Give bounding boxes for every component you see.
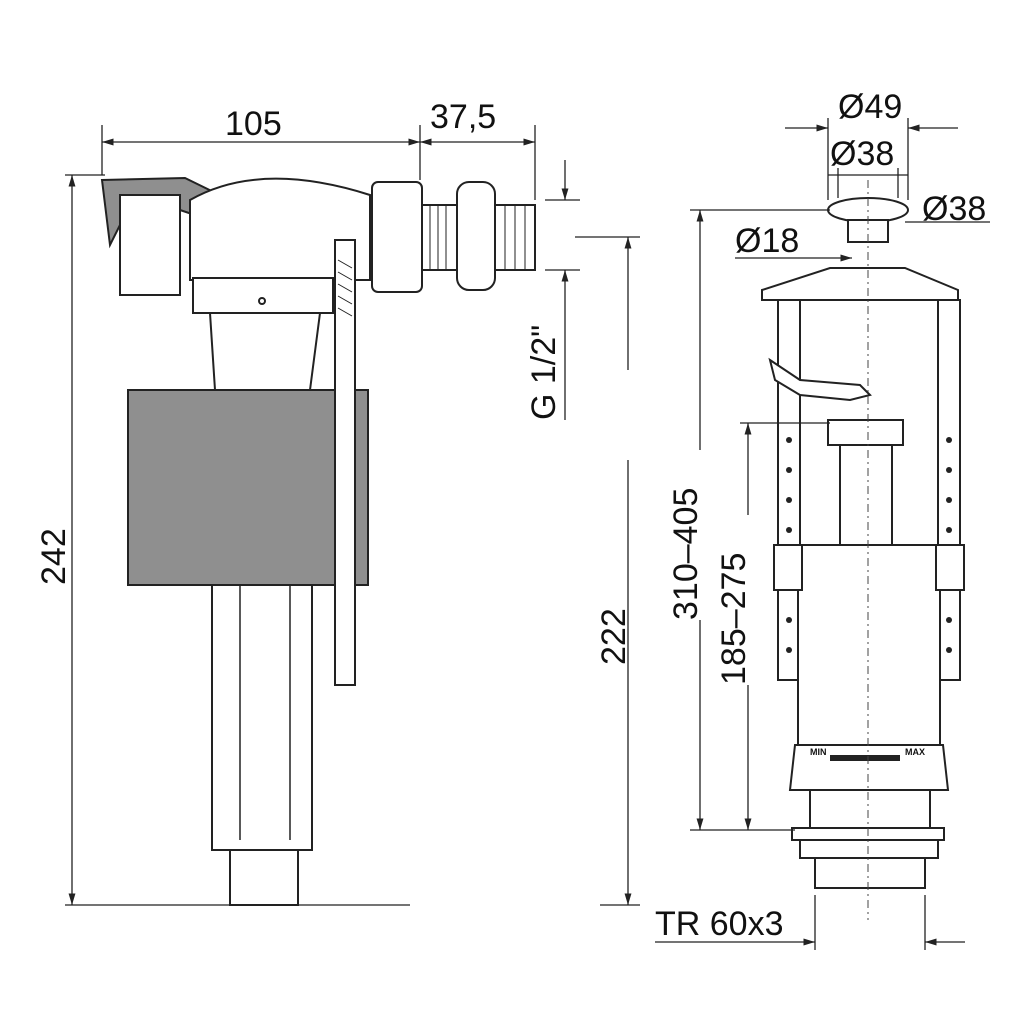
lever-bracket	[119, 194, 181, 296]
flush-valve-dimensions: Ø49 Ø38 Ø38 Ø18 310–405 185–275 TR 60x3	[655, 88, 990, 950]
inlet-washer	[456, 181, 496, 291]
outlet-nut	[799, 839, 939, 859]
dim-tr-60x3: TR 60x3	[655, 905, 784, 943]
inlet-thread	[421, 204, 458, 271]
valve-head	[189, 177, 371, 281]
valve-tube	[211, 584, 313, 851]
overflow-cap	[827, 419, 904, 446]
release-lever	[768, 357, 872, 402]
fill-valve	[100, 176, 536, 906]
valve-body	[797, 544, 941, 746]
scale-ring	[788, 744, 950, 791]
outlet-thread	[814, 857, 926, 889]
dim-310-405: 310–405	[667, 488, 705, 620]
valve-upper-body	[208, 312, 322, 391]
scale-min: MIN	[810, 747, 827, 757]
right-clip	[935, 544, 965, 591]
inlet-nut	[371, 181, 423, 293]
valve-collar	[192, 277, 334, 314]
dim-d18: Ø18	[735, 222, 799, 260]
flush-valve: MIN MAX	[761, 180, 965, 920]
scale-max: MAX	[905, 747, 925, 757]
left-clip	[773, 544, 803, 591]
valve-seal-cage	[809, 789, 931, 829]
float-box	[127, 389, 369, 586]
float-adjust-rod	[334, 239, 356, 686]
dim-222: 222	[595, 608, 633, 665]
dim-d49: Ø49	[838, 88, 902, 126]
overflow-tube	[839, 444, 893, 546]
dim-g-1-2: G 1/2"	[525, 325, 563, 420]
dim-105: 105	[225, 105, 282, 143]
valve-top-frame	[761, 267, 959, 301]
dim-185-275: 185–275	[715, 553, 753, 685]
dim-242: 242	[35, 528, 73, 585]
valve-bottom-thread	[229, 849, 299, 906]
dim-d38-top: Ø38	[830, 135, 894, 173]
dim-37-5: 37,5	[430, 98, 496, 136]
fill-valve-dimensions: 105 37,5 242 G 1/2" 222	[35, 98, 645, 906]
dim-d38-right: Ø38	[922, 190, 986, 228]
